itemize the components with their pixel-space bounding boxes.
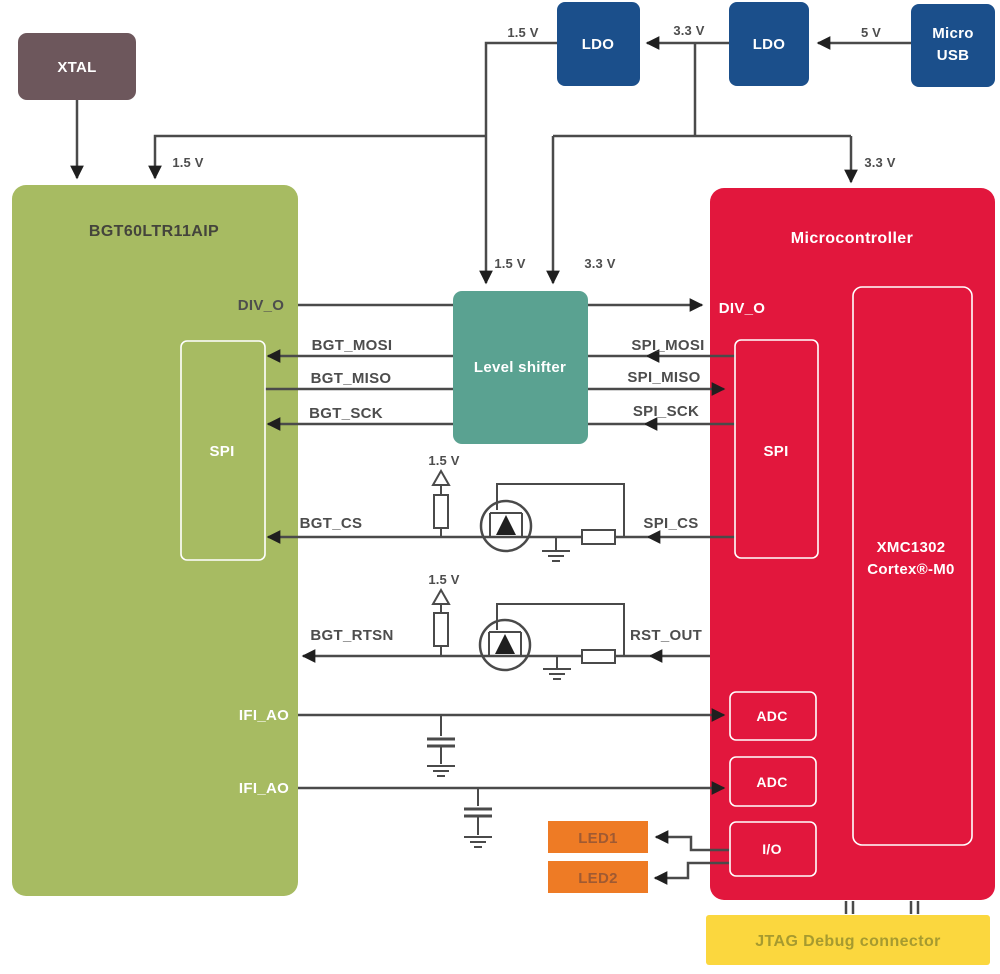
signal-spi-mosi: SPI_MOSI [631, 337, 704, 354]
bgt-block [12, 185, 298, 896]
adc1-box [729, 691, 817, 741]
ground-cs [542, 537, 570, 562]
jtag-block [706, 915, 990, 965]
signal-spi-miso: SPI_MISO [627, 369, 700, 386]
xtal-block [18, 33, 136, 100]
voltage-3v3-ls-label: 3.3 V [584, 256, 615, 271]
ldo1-block [557, 2, 640, 86]
led2-label: LED2 [578, 870, 618, 887]
xmc-label-line1: XMC1302 [877, 539, 946, 556]
ground-rtsn [543, 656, 571, 680]
wire-1v5-to-bgt [148, 134, 486, 180]
led2-block [548, 861, 648, 893]
pullup-resistor-rtsn [433, 612, 449, 647]
jtag-label: JTAG Debug connector [755, 933, 941, 950]
mosfet-gate-loop-cs [496, 483, 625, 537]
xmc-label-line2: Cortex®-M0 [867, 561, 954, 578]
io-label: I/O [762, 841, 782, 857]
voltage-1v5-rtsn-pullup-label: 1.5 V [428, 572, 459, 587]
mosfet-rtsn [478, 618, 532, 672]
rtsn-pullup-circuit [431, 587, 625, 680]
io-box [729, 821, 817, 877]
voltage-1v5-bgt-label: 1.5 V [172, 155, 203, 170]
signal-spi-sck: SPI_SCK [633, 403, 699, 420]
adc1-label: ADC [756, 708, 787, 724]
level-shifter-label: Level shifter [474, 359, 566, 376]
signal-bgt-miso: BGT_MISO [311, 370, 392, 387]
ldo2-block [729, 2, 809, 86]
wire-1v5-to-levelshifter [479, 41, 557, 285]
led1-block [548, 821, 648, 853]
mcu-spi-box [734, 339, 819, 559]
bgt-title: BGT60LTR11AIP [89, 223, 219, 240]
signal-rst-out: RST_OUT [630, 627, 702, 644]
xmc-box [852, 286, 973, 846]
cs-pullup-circuit [431, 468, 625, 562]
signal-ifi-ao-2: IFI_AO [239, 780, 289, 797]
wire-jtag-stubs [844, 901, 920, 914]
bgt-spi-label: SPI [209, 443, 234, 460]
wire-io-to-led2 [653, 861, 730, 885]
adc2-label: ADC [756, 774, 787, 790]
mosfet-cs [479, 499, 533, 553]
mcu-spi-label: SPI [763, 443, 788, 460]
adc2-box [729, 756, 817, 807]
signal-div-o-bgt: DIV_O [238, 297, 285, 314]
voltage-3v3-top-label: 3.3 V [673, 23, 704, 38]
mosfet-gate-loop-rtsn [496, 603, 625, 656]
ifi-filter-caps [427, 715, 492, 848]
led1-label: LED1 [578, 830, 618, 847]
mcu-title: Microcontroller [791, 230, 913, 247]
ldo2-label: LDO [753, 36, 786, 53]
micro-usb-label-line1: Micro [932, 25, 974, 42]
signal-spi-cs: SPI_CS [643, 515, 698, 532]
voltage-1v5-cs-pullup-label: 1.5 V [428, 453, 459, 468]
signal-div-o-mcu: DIV_O [719, 300, 766, 317]
ldo1-label: LDO [582, 36, 615, 53]
signal-bgt-sck: BGT_SCK [309, 405, 383, 422]
voltage-5v-label: 5 V [861, 25, 881, 40]
voltage-1v5-ls-label: 1.5 V [494, 256, 525, 271]
voltage-1v5-top-label: 1.5 V [507, 25, 538, 40]
supply-arrow-cs [431, 468, 451, 486]
xtal-label: XTAL [57, 59, 96, 76]
bgt-spi-box [180, 340, 266, 561]
pullup-resistor-cs [433, 494, 449, 529]
supply-arrow-rtsn [431, 587, 451, 605]
series-resistor-cs [581, 529, 616, 545]
voltage-3v3-mcu-label: 3.3 V [864, 155, 895, 170]
level-shifter-block [453, 291, 588, 444]
signal-ifi-ao-1: IFI_AO [239, 707, 289, 724]
micro-usb-label-line2: USB [937, 47, 970, 64]
micro-usb-block [911, 4, 995, 87]
wire-io-to-led1 [654, 830, 730, 852]
signal-bgt-cs: BGT_CS [300, 515, 363, 532]
series-resistor-rtsn [581, 649, 616, 664]
signal-bgt-rtsn: BGT_RTSN [310, 627, 393, 644]
signal-bgt-mosi: BGT_MOSI [312, 337, 393, 354]
